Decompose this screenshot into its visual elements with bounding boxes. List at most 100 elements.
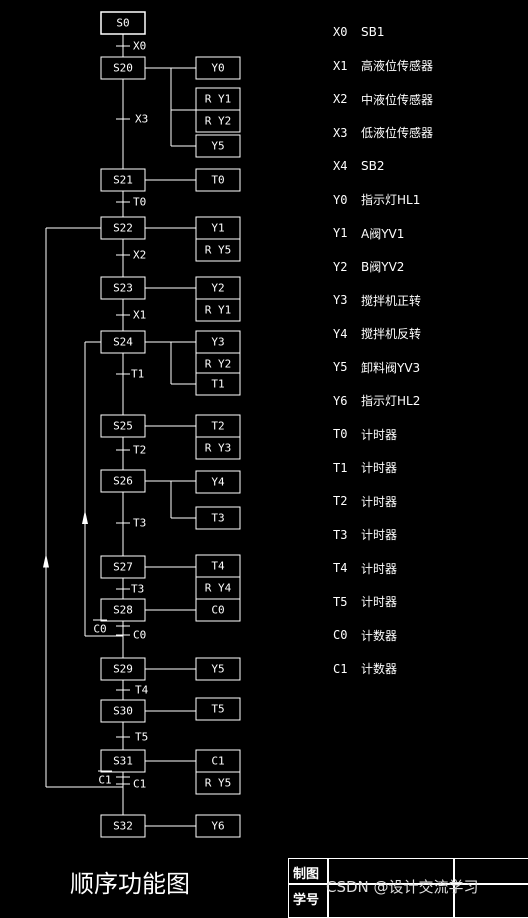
loop-arrow xyxy=(82,510,88,524)
legend-code: T3 xyxy=(333,527,348,542)
output-label: Y1 xyxy=(211,222,224,235)
legend-row: X4 SB2 xyxy=(333,156,384,176)
output-label: Y5 xyxy=(211,140,224,153)
legend-description: 计时器 xyxy=(361,427,398,442)
legend-description: 计数器 xyxy=(361,628,398,643)
transition-label: X2 xyxy=(133,249,146,262)
legend-row: T0 计时器 xyxy=(333,424,397,444)
student-id-label: 学号 xyxy=(288,884,328,918)
legend-row: Y3 搅拌机正转 xyxy=(333,290,421,310)
legend-code: Y0 xyxy=(333,192,348,207)
legend-description: A阀YV1 xyxy=(361,226,405,241)
legend-row: C1 计数器 xyxy=(333,659,397,679)
step-label: S25 xyxy=(113,420,133,433)
step-label: S26 xyxy=(113,475,133,488)
step-label: S22 xyxy=(113,222,133,235)
transition-label: C0 xyxy=(133,629,146,642)
output-box xyxy=(195,470,241,494)
legend-code: Y3 xyxy=(333,293,348,307)
legend-row: X3 低液位传感器 xyxy=(333,123,433,143)
legend-code: X0 xyxy=(333,25,348,39)
step-label: S23 xyxy=(113,282,133,295)
legend-description: 搅拌机正转 xyxy=(361,293,422,308)
step-label: S20 xyxy=(113,62,133,75)
output-label: Y6 xyxy=(211,820,224,833)
step-label: S30 xyxy=(113,705,133,718)
step-label: S31 xyxy=(113,755,133,768)
step-label: S24 xyxy=(113,336,133,349)
loop-condition-label: C0 xyxy=(93,623,106,636)
step-label: S27 xyxy=(113,561,133,574)
output-label: C0 xyxy=(211,604,224,617)
transition-label: X0 xyxy=(133,40,146,53)
output-label: T1 xyxy=(211,378,224,391)
step-label: S29 xyxy=(113,663,133,676)
legend-description: 指示灯HL2 xyxy=(361,394,421,408)
transition-label: T3 xyxy=(133,517,146,530)
legend-description: B阀YV2 xyxy=(361,260,405,274)
watermark: CSDN @设计交流学习 xyxy=(326,878,479,896)
legend-row: Y2 B阀YV2 xyxy=(333,257,404,277)
output-label: T0 xyxy=(211,174,224,187)
output-label: Y3 xyxy=(211,336,224,349)
loop-condition-label: C1 xyxy=(98,774,111,787)
legend-row: Y0 指示灯HL1 xyxy=(333,190,420,210)
output-label: R Y2 xyxy=(205,115,232,128)
step-label: S0 xyxy=(116,17,129,30)
output-label: C1 xyxy=(211,755,224,768)
output-label: Y2 xyxy=(211,282,224,295)
step-label: S28 xyxy=(113,604,133,617)
legend-code: T0 xyxy=(333,427,348,441)
output-label: R Y1 xyxy=(205,93,232,106)
legend-description: 计数器 xyxy=(361,662,398,676)
output-label: R Y5 xyxy=(205,777,232,790)
output-label: R Y2 xyxy=(205,358,232,371)
legend-description: 计时器 xyxy=(361,528,398,542)
legend-code: T1 xyxy=(333,460,348,475)
output-label: T3 xyxy=(211,512,224,525)
output-label: Y0 xyxy=(211,62,224,75)
made-by-value xyxy=(328,858,454,884)
legend-code: Y2 xyxy=(333,259,348,274)
legend-code: Y6 xyxy=(333,393,348,408)
transition-label: T0 xyxy=(133,196,146,209)
legend-row: Y6 指示灯HL2 xyxy=(333,391,420,411)
transition-label: T5 xyxy=(135,731,148,744)
legend-code: C1 xyxy=(333,661,348,676)
legend-row: X1 高液位传感器 xyxy=(333,56,433,76)
output-label: T5 xyxy=(211,703,224,716)
legend-description: SB2 xyxy=(361,159,385,173)
output-label: R Y1 xyxy=(205,304,232,317)
output-label: R Y4 xyxy=(205,582,232,595)
transition-label: T3 xyxy=(131,583,144,596)
legend-row: C0 计数器 xyxy=(333,625,397,645)
legend-row: Y1 A阀YV1 xyxy=(333,223,404,243)
transition-label: T1 xyxy=(131,368,144,381)
transition-label: C1 xyxy=(133,778,146,791)
output-label: Y4 xyxy=(211,476,225,489)
legend-description: SB1 xyxy=(361,25,385,39)
transition-label: X3 xyxy=(135,113,148,126)
step-label: S32 xyxy=(113,820,133,833)
legend-description: 高液位传感器 xyxy=(361,59,434,73)
legend-description: 低液位传感器 xyxy=(361,126,434,140)
transition-label: T4 xyxy=(135,684,149,697)
legend-description: 计时器 xyxy=(361,561,398,576)
legend-description: 指示灯HL1 xyxy=(361,193,421,207)
legend-description: 搅拌机反转 xyxy=(361,327,422,341)
legend-row: X0 SB1 xyxy=(333,22,384,42)
legend-description: 卸料阀YV3 xyxy=(361,360,421,375)
legend-code: C0 xyxy=(333,628,348,642)
output-label: T4 xyxy=(211,560,225,573)
legend-code: Y1 xyxy=(333,226,348,240)
legend-code: X3 xyxy=(333,125,348,140)
legend-code: X1 xyxy=(333,58,348,73)
legend-code: X4 xyxy=(333,159,348,173)
legend-description: 计时器 xyxy=(361,461,398,475)
transition-label: T2 xyxy=(133,444,146,457)
